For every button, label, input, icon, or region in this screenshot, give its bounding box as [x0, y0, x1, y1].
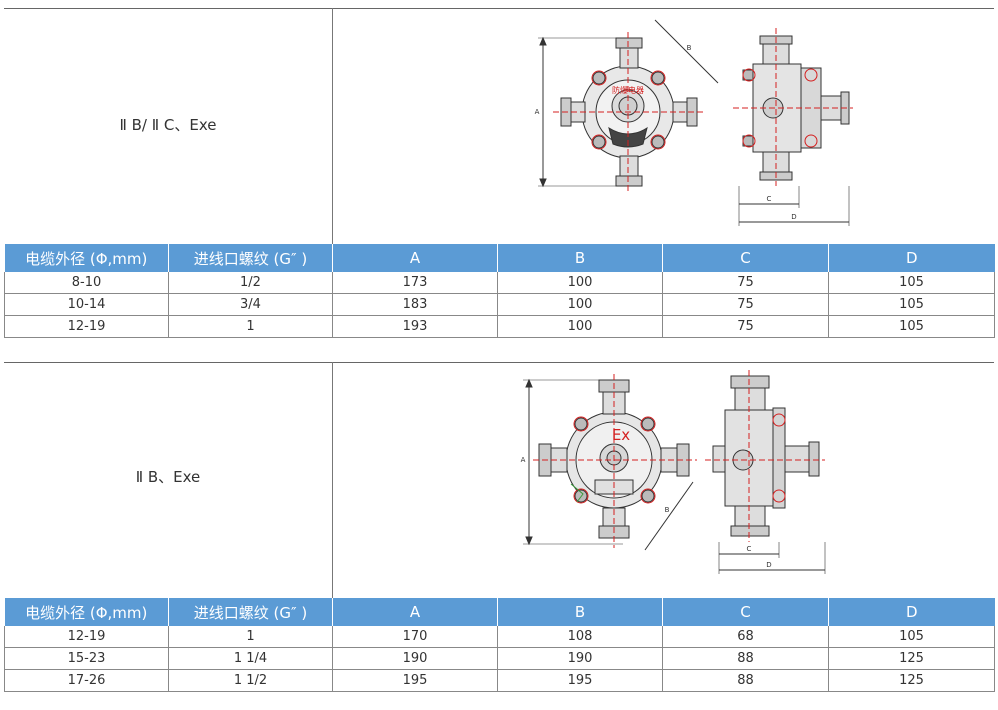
col-thread: 进线口螺纹 (G″ ) [168, 244, 333, 272]
table-header-row: 电缆外径 (Φ,mm) 进线口螺纹 (G″ ) A B C D [4, 598, 995, 626]
cell: 100 [497, 293, 663, 316]
dim-d-label: D [766, 561, 771, 569]
table-row: 10-14 3/4 183 100 75 105 [4, 293, 995, 316]
ex-mark: Ex [612, 426, 630, 444]
table-row: 12-19 1 193 100 75 105 [4, 315, 995, 338]
col-d: D [828, 244, 995, 272]
cell: 15-23 [4, 647, 169, 670]
cell: 1 [168, 626, 333, 648]
dim-a-label: A [535, 108, 540, 116]
col-c: C [662, 598, 829, 626]
col-b: B [497, 598, 663, 626]
figure-row-1: Ⅱ B/ Ⅱ C、Exe [4, 8, 994, 244]
col-cable-diameter: 电缆外径 (Φ,mm) [4, 598, 169, 626]
side-view [712, 375, 826, 574]
cell: 190 [332, 647, 498, 670]
col-b: B [497, 244, 663, 272]
front-view-red-marks [553, 32, 705, 192]
gland-detail-green [570, 483, 584, 503]
cell: 8-10 [4, 272, 169, 294]
junction-box-drawing-1: 防爆电器 A B [535, 19, 853, 226]
cell: 12-19 [4, 315, 169, 338]
table-row: 15-23 1 1/4 190 190 88 125 [4, 647, 995, 670]
cell: 88 [662, 647, 829, 670]
cell: 105 [828, 315, 995, 338]
cell: 1 1/2 [168, 669, 333, 692]
cell: 100 [497, 315, 663, 338]
cell: 173 [332, 272, 498, 294]
col-c: C [662, 244, 829, 272]
drawing-area-2: Ex A B [333, 362, 994, 598]
dim-d-label: D [791, 213, 796, 221]
col-thread: 进线口螺纹 (G″ ) [168, 598, 333, 626]
cell: 75 [662, 272, 829, 294]
col-a: A [332, 244, 498, 272]
cell: 68 [662, 626, 829, 648]
cell: 105 [828, 293, 995, 316]
explosion-class-label: Ⅱ B/ Ⅱ C、Exe [119, 116, 217, 134]
plate-text: 防爆电器 [612, 85, 644, 95]
front-view [523, 378, 694, 551]
front-view-red-marks [533, 374, 697, 548]
table-row: 8-10 1/2 173 100 75 105 [4, 272, 995, 294]
cell: 125 [828, 669, 995, 692]
figure-row-2: Ⅱ B、Exe [4, 362, 994, 598]
table-row: 12-19 1 170 108 68 105 [4, 626, 995, 648]
cell: 125 [828, 647, 995, 670]
side-view-red-marks [733, 28, 853, 186]
spec-table-1: 电缆外径 (Φ,mm) 进线口螺纹 (G″ ) A B C D 8-10 1/2… [4, 244, 995, 338]
cell: 170 [332, 626, 498, 648]
section-rule [4, 362, 994, 363]
drawing-area-1: 防爆电器 A B [333, 8, 994, 244]
cell: 88 [662, 669, 829, 692]
cell: 1/2 [168, 272, 333, 294]
cell: 3/4 [168, 293, 333, 316]
cell: 17-26 [4, 669, 169, 692]
side-view-red-marks [705, 370, 825, 542]
table-row: 17-26 1 1/2 195 195 88 125 [4, 669, 995, 692]
cell: 105 [828, 272, 995, 294]
junction-box-drawing-2: Ex A B [521, 370, 826, 574]
figure-divider [332, 8, 333, 244]
cell: 183 [332, 293, 498, 316]
explosion-class-label: Ⅱ B、Exe [135, 468, 201, 486]
cell: 1 [168, 315, 333, 338]
dim-c-label: C [767, 195, 772, 203]
dim-b-label: B [687, 44, 692, 52]
dim-a-label: A [521, 456, 526, 464]
cell: 193 [332, 315, 498, 338]
cell: 75 [662, 293, 829, 316]
cell: 75 [662, 315, 829, 338]
side-view [738, 35, 850, 226]
cell: 108 [497, 626, 663, 648]
spec-table-2: 电缆外径 (Φ,mm) 进线口螺纹 (G″ ) A B C D 12-19 1 … [4, 598, 995, 692]
cell: 12-19 [4, 626, 169, 648]
cell: 195 [497, 669, 663, 692]
cell: 190 [497, 647, 663, 670]
col-a: A [332, 598, 498, 626]
col-cable-diameter: 电缆外径 (Φ,mm) [4, 244, 169, 272]
cell: 1 1/4 [168, 647, 333, 670]
cell: 100 [497, 272, 663, 294]
dim-b-label: B [665, 506, 670, 514]
cell: 195 [332, 669, 498, 692]
top-rule [4, 8, 994, 9]
figure-divider [332, 362, 333, 598]
cell: 105 [828, 626, 995, 648]
col-d: D [828, 598, 995, 626]
table-header-row: 电缆外径 (Φ,mm) 进线口螺纹 (G″ ) A B C D [4, 244, 995, 272]
dim-c-label: C [747, 545, 752, 553]
cell: 10-14 [4, 293, 169, 316]
